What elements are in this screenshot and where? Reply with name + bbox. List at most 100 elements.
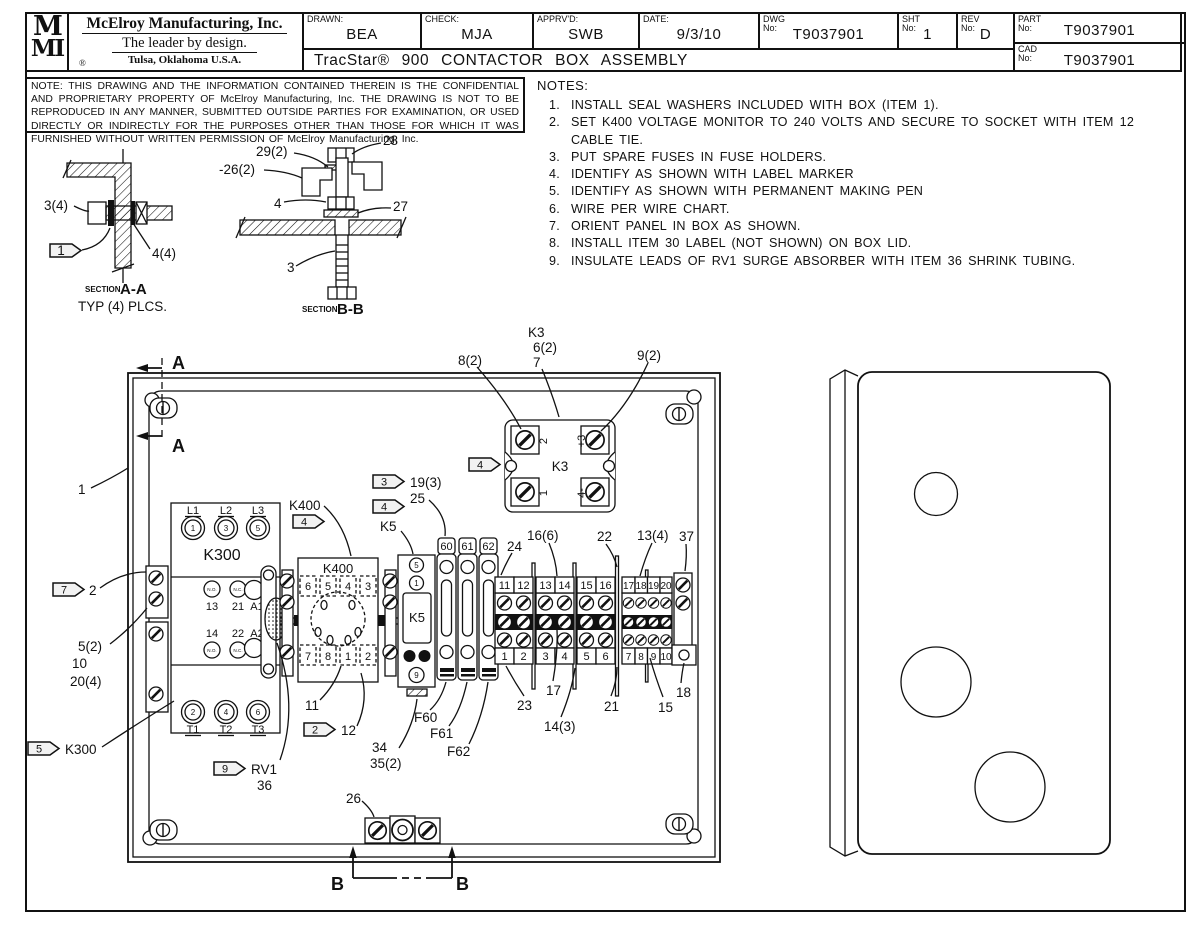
company-logo: M MI [27,13,69,70]
clamp-right [351,161,383,191]
field-cad: CAD No: T9037901 [1013,42,1184,70]
terminal-number: 12 [517,580,529,592]
leader [684,543,687,572]
screw-icon [381,643,399,661]
cut-label-a-bottom: A [172,436,185,456]
terminal-number: 15 [580,580,592,592]
ground-lug [364,815,441,844]
note-item: 2.SET K400 VOLTAGE MONITOR TO 240 VOLTS … [549,114,1149,149]
note-number: 1. [549,98,560,112]
note-number: 4. [549,167,560,182]
k400-socket-ring [310,591,366,647]
fuse-hole [460,644,475,660]
note-item: 7.ORIENT PANEL IN BOX AS SHOWN. [549,218,1149,235]
terminal-number: 18 [635,581,647,592]
callout-22: 22 [597,529,612,544]
k5-terminal-number: 1 [414,579,419,588]
callout-34: 34 [372,740,388,755]
section-b-detail: 29(2) 28 -26(2) 4 27 3 SECTION B-B [219,133,408,318]
callout-9-2: 9(2) [637,348,661,363]
screw-icon [584,481,606,503]
field-dwg-label: DWG No: [763,14,785,33]
k3-label: K3 [552,459,569,474]
side-hole-medium [900,646,972,718]
note-item: 3.PUT SPARE FUSES IN FUSE HOLDERS. [549,149,1149,166]
box-rim [132,377,716,858]
flag-1-text: 1 [57,243,65,258]
callout-4-4: 4(4) [152,246,176,261]
k300-terminal-inner [217,519,235,537]
k400-pin-number: 3 [365,581,371,593]
k5-terminal [408,666,425,684]
callout-11: 11 [305,698,319,713]
k300-terminal-number: 1 [191,524,196,533]
leader [476,366,522,430]
leader [448,681,468,727]
stud [335,157,349,198]
leader [649,657,664,698]
k5-terminal-number: 9 [414,671,419,680]
fuse-clip [482,668,496,672]
k400-pin-box [299,644,317,666]
flag-2-text: 2 [312,725,318,737]
terminal-number: 16 [599,580,611,592]
nut [327,196,355,210]
logo-letters-mi: MI [30,35,65,62]
callout-13-4: 13(4) [637,528,669,543]
callout-f62: F62 [447,744,470,759]
k400-pin-box [359,644,377,666]
side-panel [857,371,1111,855]
k400-pin-box [339,644,357,666]
terminal-number: 4 [561,651,567,663]
box-outer [127,372,721,863]
leader [541,368,560,418]
fuse-clip [440,668,454,672]
screw-icon [381,593,399,611]
note-number: 7. [549,219,560,234]
screw-icon [278,572,296,590]
leader [500,552,513,576]
cut-marks-a: A A [136,353,185,456]
screw-icon [584,429,606,451]
screw-icon [367,820,388,841]
leader [276,642,290,761]
k300-aux-no [203,641,221,659]
field-apprvd-value: SWB [568,26,604,43]
socket-pin [354,626,362,638]
drawing-title: TracStar® 900 CONTACTOR BOX ASSEMBLY [314,52,688,69]
leader [323,505,352,557]
callout-19-3: 19(3) [410,475,442,490]
arrowhead [448,846,456,858]
note-text: PUT SPARE FUSES IN FUSE HOLDERS. [571,149,827,164]
leader [293,152,329,168]
item-flag-4 [292,514,326,529]
screw-icon [278,643,296,661]
side-hole-large [974,751,1046,823]
leader [101,700,175,748]
note-item: 5.IDENTIFY AS SHOWN WITH PERMANENT MAKIN… [549,183,1149,200]
k400-label: K400 [323,561,353,576]
fuse-tag-number: 61 [461,541,473,553]
flag-7-text: 7 [61,585,67,597]
k5-label-plate [402,592,432,644]
leader [351,142,382,155]
k300-aux-number: 13 [206,601,218,613]
k400-pin-box [299,575,317,597]
corner-hole [686,828,702,844]
star-washer [323,209,359,218]
k300-aux-number: 21 [232,601,244,613]
section-a-detail: 3(4) 1 4(4) SECTION A-A TYP (4) PLCS. [44,149,176,314]
callout-37: 37 [679,529,694,544]
leader [429,681,447,711]
screw-icon [671,816,687,832]
callout-26: 26 [346,791,361,806]
k300-terminal-label: L3 [252,505,264,517]
fuse-clip [461,668,475,672]
callout-7: 7 [533,355,541,370]
field-part-value: T9037901 [1063,22,1136,39]
leader [361,800,375,818]
leader [132,222,151,250]
k5-terminal [408,575,425,591]
leader [357,207,392,214]
